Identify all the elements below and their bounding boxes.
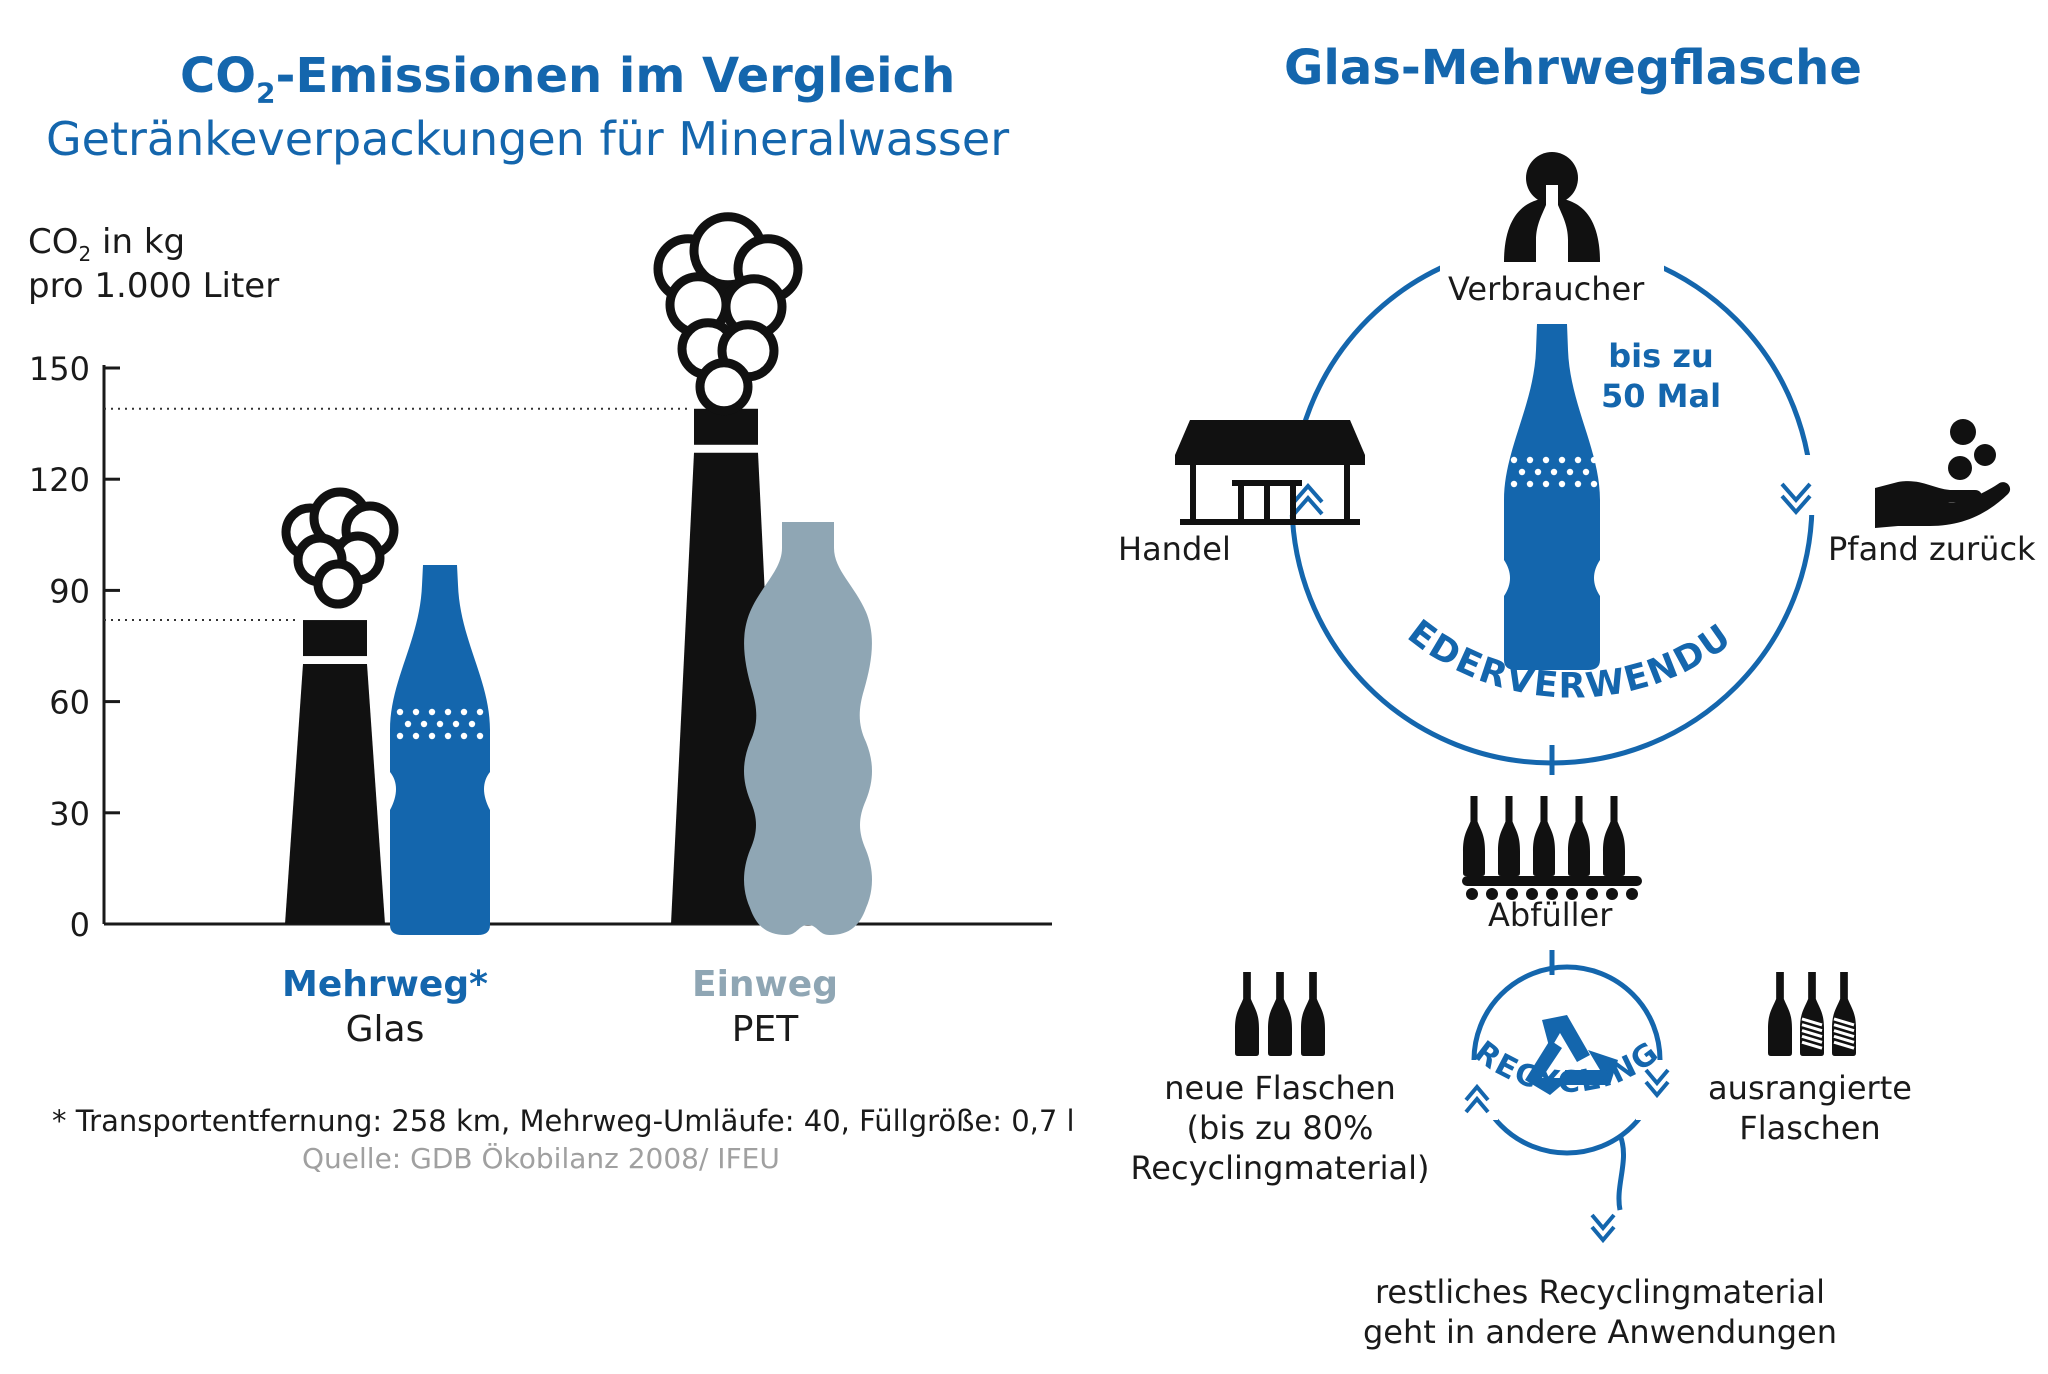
filler-label: Abfüller (1488, 896, 1613, 934)
smoke-cloud-mehrweg-icon (281, 487, 399, 609)
unit-rest: in kg (91, 222, 186, 262)
reuse-count-label: bis zu 50 Mal (1596, 336, 1726, 416)
unit-sub: 2 (78, 241, 92, 266)
group-name-mehrweg: Mehrweg* (282, 964, 488, 1005)
group-label-mehrweg: Mehrweg* Glas (240, 964, 530, 1050)
group-material-glas: Glas (345, 1009, 425, 1050)
chevron-up-icon (1292, 482, 1324, 516)
glass-bottle-icon (390, 565, 490, 935)
y-axis-unit: CO2 in kg (28, 222, 185, 266)
chevron-down-icon (1590, 1213, 1616, 1244)
smoke-cloud-einweg-icon (653, 212, 803, 416)
deposit-label: Pfand zurück (1828, 530, 2036, 568)
y-tick-label: 60 (49, 684, 90, 722)
y-tick-label: 150 (29, 350, 90, 388)
y-ticks: 0 30 60 90 120 150 (29, 350, 120, 944)
reuse-count-line2: 50 Mal (1600, 377, 1722, 415)
new-bottles-icon (1235, 972, 1325, 1056)
unit-co: CO (28, 222, 79, 262)
chart-title: CO2-Emissionen im Vergleich (180, 48, 955, 110)
y-tick-label: 90 (49, 572, 90, 610)
chevron-down-icon (1644, 1068, 1670, 1099)
source: Quelle: GDB Ökobilanz 2008/ IFEU (302, 1142, 780, 1175)
group-material-pet: PET (731, 1009, 799, 1050)
footnote: * Transportentfernung: 258 km, Mehrweg-U… (52, 1104, 1075, 1138)
chevron-down-icon (1780, 482, 1812, 516)
consumer-label: Verbraucher (1448, 270, 1645, 308)
new-bottles-line2: (bis zu 80% (1186, 1109, 1374, 1147)
new-bottles-line1: neue Flaschen (1164, 1069, 1396, 1107)
group-name-einweg: Einweg (691, 964, 838, 1005)
discarded-line1: ausrangierte (1708, 1069, 1912, 1107)
recycle-icon (1525, 1015, 1618, 1095)
title-rest: -Emissionen im Vergleich (275, 48, 956, 104)
discarded-bottles-label: ausrangierte Flaschen (1700, 1068, 1920, 1148)
discarded-line2: Flaschen (1739, 1109, 1881, 1147)
deposit-return-icon (1875, 419, 2011, 528)
cycle-title: Glas-Mehrwegflasche (1284, 40, 1862, 96)
y-tick-label: 0 (70, 906, 90, 944)
residual-label: restliches Recyclingmaterial geht in and… (1340, 1272, 1860, 1352)
reuse-count-line1: bis zu (1608, 337, 1714, 375)
y-tick-label: 120 (29, 461, 90, 499)
bar-mehrweg-chimney (285, 620, 385, 924)
y-tick-label: 30 (49, 795, 90, 833)
bottling-line-icon (1462, 796, 1642, 900)
pet-bottle-icon (744, 522, 872, 935)
title-sub: 2 (256, 76, 276, 110)
chevron-up-icon (1464, 1083, 1490, 1114)
discarded-bottles-icon (1768, 972, 1856, 1056)
chart-plot: 0 30 60 90 120 150 (29, 212, 1052, 944)
reusable-bottle-icon (1504, 324, 1600, 670)
y-axis-unit-line2: pro 1.000 Liter (28, 266, 280, 306)
residual-line2: geht in andere Anwendungen (1362, 1313, 1837, 1351)
new-bottles-label: neue Flaschen (bis zu 80% Recyclingmater… (1110, 1068, 1450, 1188)
cycle-diagram: WIEDERVERWENDUNG (1080, 0, 2011, 1244)
residual-line1: restliches Recyclingmaterial (1374, 1273, 1826, 1311)
consumer-icon (1504, 152, 1600, 262)
shop-icon (1175, 420, 1365, 525)
chart-subtitle: Getränkeverpackungen für Mineralwasser (46, 112, 1010, 166)
group-label-einweg: Einweg PET (625, 964, 905, 1050)
retail-label: Handel (1118, 530, 1231, 568)
new-bottles-line3: Recyclingmaterial) (1130, 1149, 1430, 1187)
title-co: CO (180, 48, 257, 104)
